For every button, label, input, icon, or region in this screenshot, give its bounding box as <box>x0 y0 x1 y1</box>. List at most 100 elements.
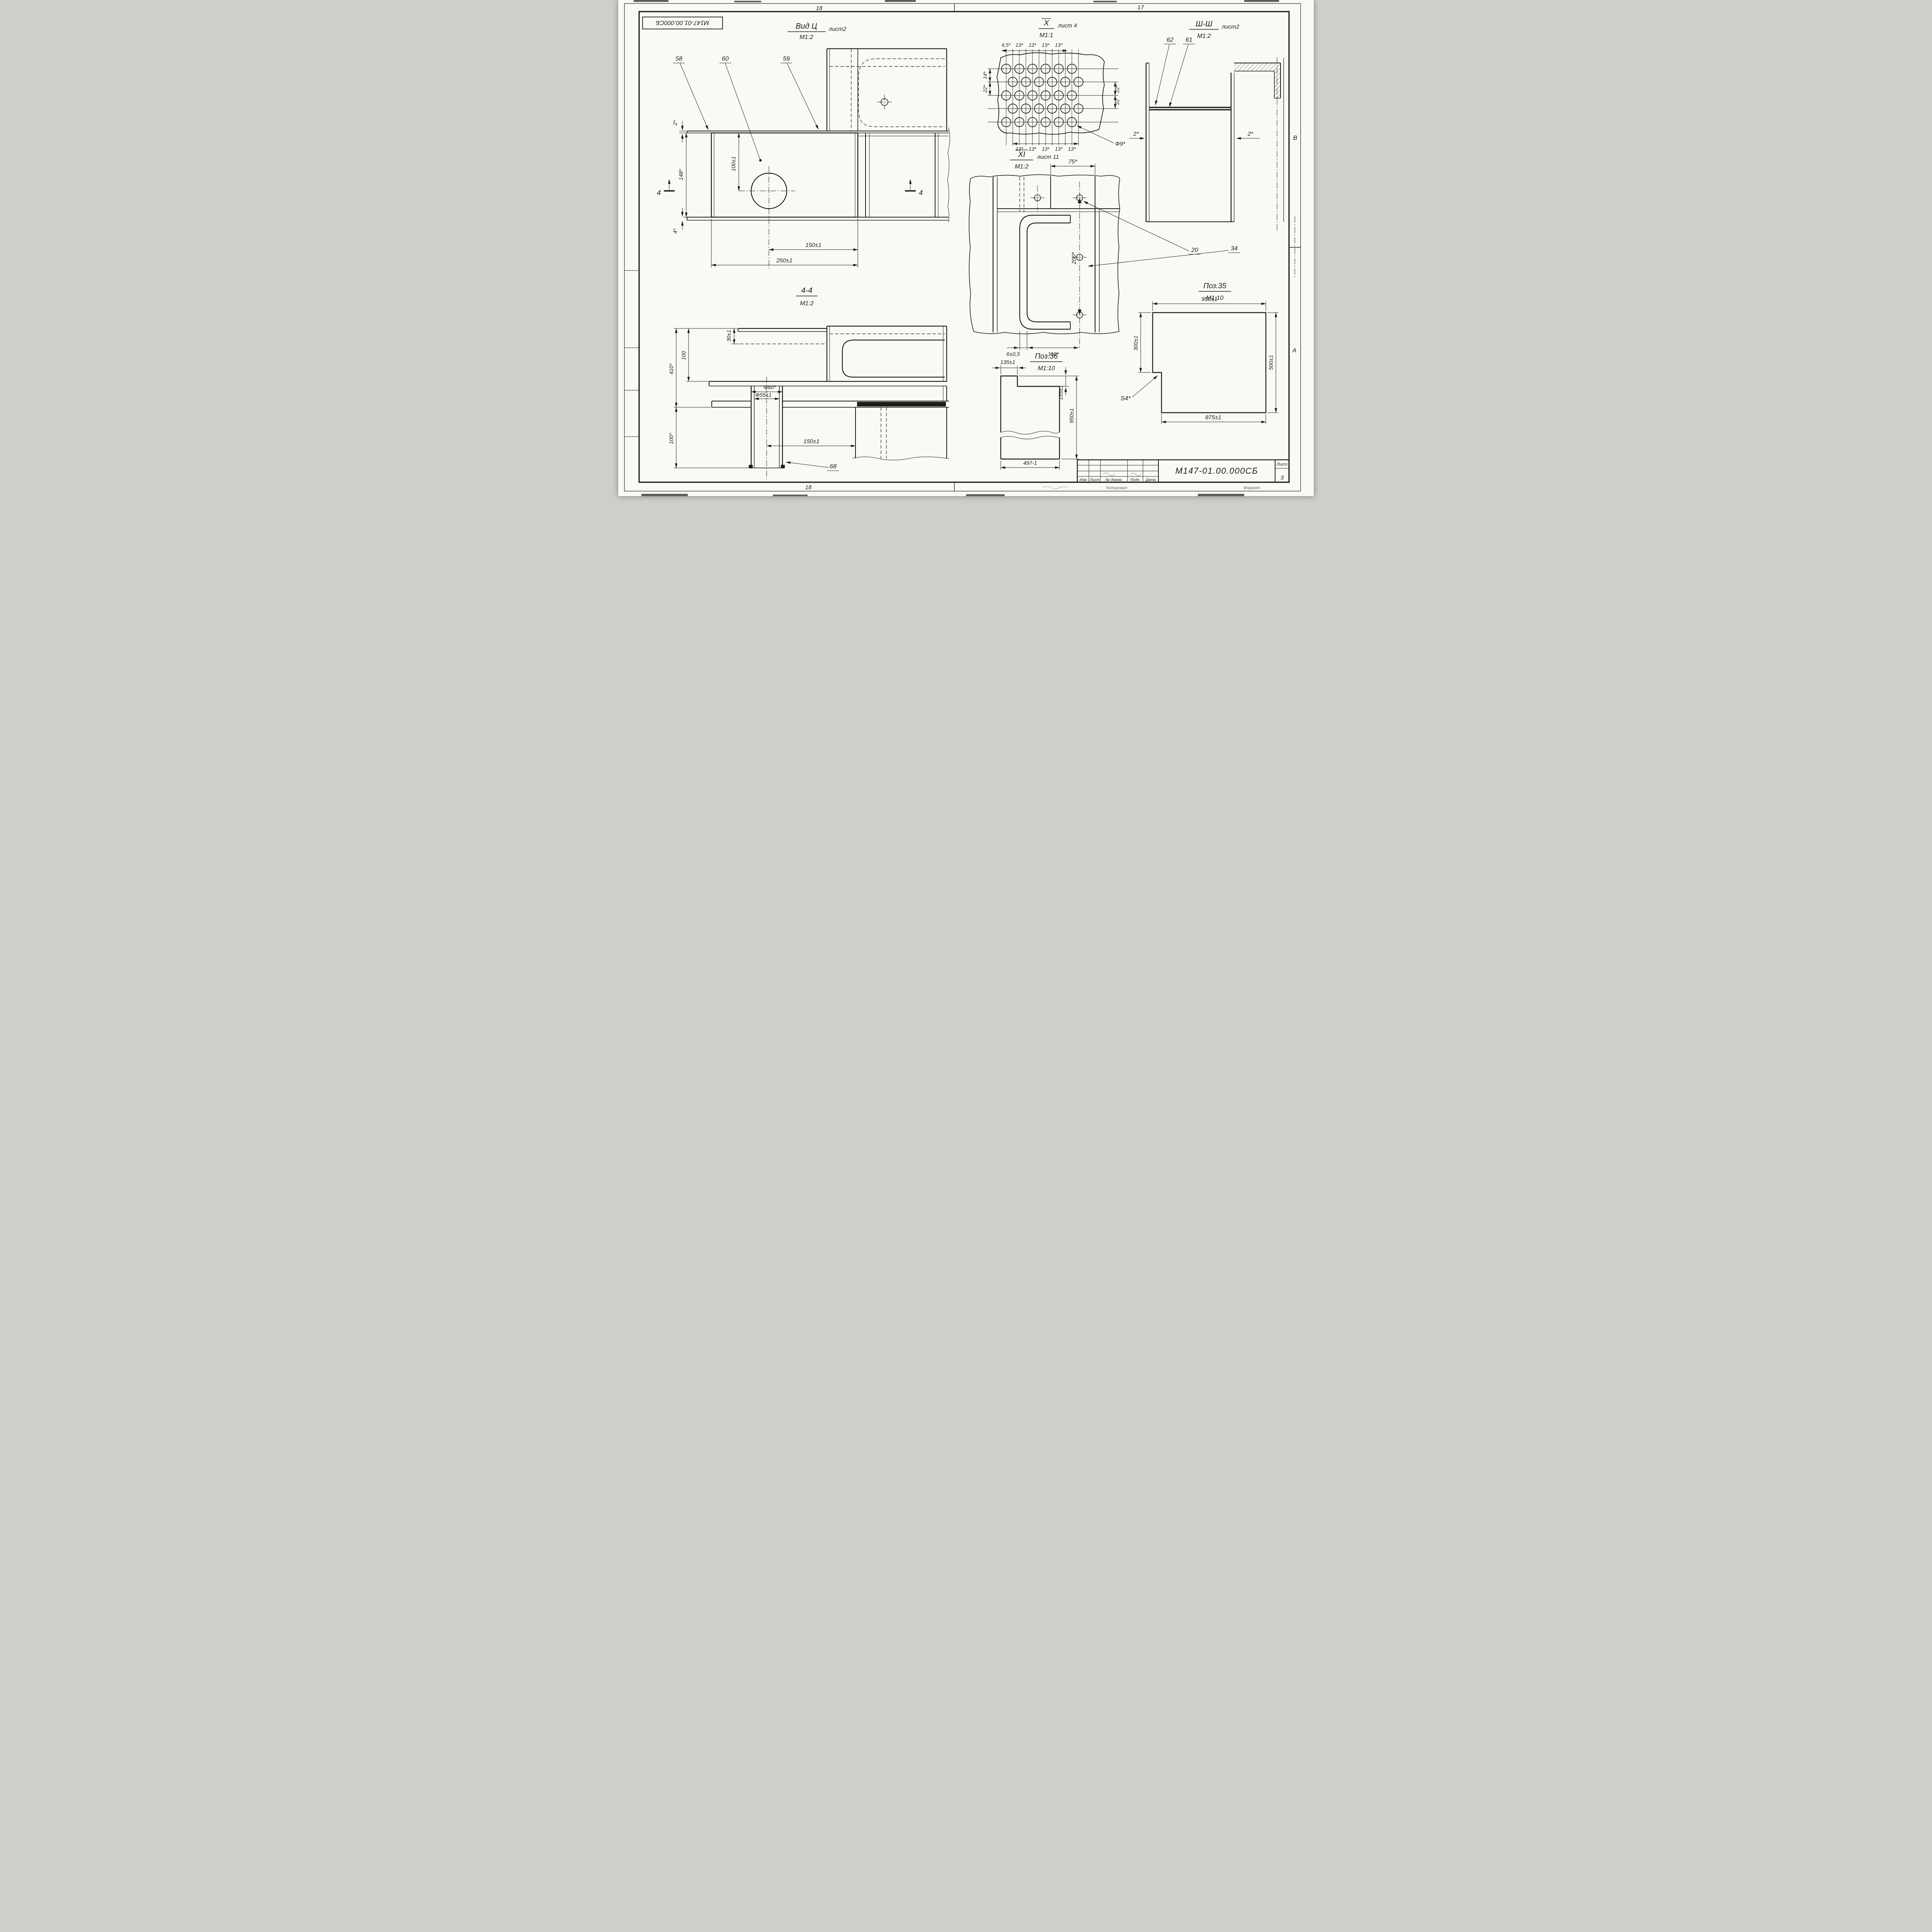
dim-13-t2: 13* <box>1029 42 1036 48</box>
poz36-scale: М1:10 <box>1038 365 1055 372</box>
dim-14: 14* <box>982 71 988 79</box>
dim-2-left: 2* <box>1133 131 1139 137</box>
callout-61: 61 <box>1185 37 1192 43</box>
titleblock: Изм Лист № докум. Подп. Дата М147-01.00.… <box>1043 459 1290 490</box>
dim-30: 30±1 <box>726 330 732 342</box>
hole-axes <box>988 49 1118 145</box>
dim-497: 497-1 <box>1023 460 1037 466</box>
view-sh-sh: Ш-Ш М1:2 лист2 62 61 2* 2* <box>1129 20 1284 232</box>
view-poz35: Поз.35 М1:10 S4* 950±1 300±1 500±1 875±1 <box>1121 282 1278 424</box>
dim-22-right2: 22 <box>1114 99 1120 105</box>
dim-100: 100±1 <box>730 156 736 172</box>
dim-s4: S4* <box>1121 395 1131 402</box>
tb-col-podp: Подп. <box>1130 478 1141 482</box>
view-poz36: Поз.36 М1:10 135±1 155±1 950±1 497-1 <box>992 352 1079 470</box>
poz35-scale: М1:10 <box>1206 295 1224 301</box>
dim-100-upper: 100 <box>680 351 687 360</box>
drawing-canvas: 18 17 18 В А М147-01.00.000СБ Вид Ц М1:2… <box>618 0 1314 496</box>
tb-col-izm: Изм <box>1080 478 1087 482</box>
sheet-frame: 18 17 18 В А <box>624 3 1301 492</box>
callout-62: 62 <box>1167 37 1173 43</box>
dim-4: 4* <box>672 228 678 234</box>
dim-119: 119* <box>1048 351 1059 357</box>
zone-letter-b: В <box>1293 135 1298 141</box>
dim-500: 500±1 <box>1268 355 1274 370</box>
note-kopiroval: Копировал <box>1106 486 1128 490</box>
x-sheet-ref: лист 4 <box>1058 22 1077 29</box>
dim-13-t1: 13* <box>1015 42 1023 48</box>
s44-title: 4-4 <box>801 286 813 295</box>
dim-13-b4: 13* <box>1055 146 1063 152</box>
tb-document-code: М147-01.00.000СБ <box>1175 466 1258 476</box>
dim-150: 150±1 <box>805 242 821 248</box>
callout-60: 60 <box>722 56 729 62</box>
drawing-sheet: 18 17 18 В А М147-01.00.000СБ Вид Ц М1:2… <box>618 0 1314 496</box>
paper <box>618 0 1314 496</box>
dim-13-b3: 13* <box>1042 146 1049 152</box>
view-vid-c: Вид Ц М1:2 лист2 58 60 59 <box>657 22 950 270</box>
tb-sheet-number: 3 <box>1281 474 1284 481</box>
dim-6: 6±0,5 <box>1007 351 1020 357</box>
sh-sh-title: Ш-Ш <box>1196 20 1213 28</box>
dim-148: 148* <box>678 169 684 180</box>
s44-scale: М1:2 <box>800 300 814 307</box>
scan-artifacts <box>634 0 1279 496</box>
dim-f55: Ф55±1 <box>755 392 772 398</box>
dim-13-b1: 13* <box>1015 146 1023 152</box>
zone-top-left: 18 <box>816 5 823 12</box>
dim-f60: Ф60* <box>764 384 776 390</box>
x-title: Х <box>1043 19 1049 27</box>
tb-col-list: Лист <box>1089 478 1100 482</box>
dim-13-t3: 13* <box>1042 42 1049 48</box>
callout-68: 68 <box>830 463 837 470</box>
corner-stamp: М147-01.00.000СБ <box>642 17 723 29</box>
dim-875: 875±1 <box>1205 414 1221 421</box>
dim-410: 410* <box>668 363 674 374</box>
poz36-title: Поз.36 <box>1035 352 1058 361</box>
dim-300: 300±1 <box>1133 336 1139 351</box>
xi-scale: М1:2 <box>1015 163 1029 170</box>
callout-58: 58 <box>675 56 682 62</box>
dim-950-35: 950±1 <box>1201 296 1218 303</box>
view-xi: ХI М1:2 лист 11 <box>969 150 1240 357</box>
dim-22-right1: 22* <box>1114 85 1120 93</box>
zone-letter-a: А <box>1292 347 1297 354</box>
dim-13-b5: 13* <box>1068 146 1076 152</box>
callout-59: 59 <box>783 56 790 62</box>
view-x: Х М1:1 лист 4 <box>982 18 1126 152</box>
x-scale: М1:1 <box>1039 32 1053 39</box>
tb-col-data: Дата <box>1145 478 1156 482</box>
dim-75: 75* <box>1068 158 1078 165</box>
view-4-4: 4-4 М1:2 <box>668 286 949 479</box>
dim-13-b2: 13* <box>1029 146 1036 152</box>
poz35-title: Поз.35 <box>1203 282 1226 290</box>
vid-c-title: Вид Ц <box>796 22 817 31</box>
top-dim-ticks <box>1006 49 1066 52</box>
tb-col-ndoc: № докум. <box>1105 478 1122 482</box>
hole-pattern <box>1001 64 1083 127</box>
vid-c-scale: М1:2 <box>799 34 813 41</box>
dim-22-left: 22* <box>982 85 988 93</box>
dim-2: 2* <box>672 120 678 126</box>
dim-2-right: 2* <box>1247 131 1253 137</box>
vid-c-sheet-ref: лист2 <box>828 26 847 32</box>
dim-13-t4: 13* <box>1055 42 1063 48</box>
dim-150-44: 150±1 <box>803 438 820 445</box>
tb-sheet-label: Лист <box>1276 462 1287 467</box>
sh-sh-scale: М1:2 <box>1197 33 1211 39</box>
zone-bottom: 18 <box>805 484 812 491</box>
dim-f9: Ф9* <box>1115 141 1126 147</box>
callout-20: 20 <box>1191 247 1198 253</box>
dim-250: 250±1 <box>776 257 793 264</box>
callout-34: 34 <box>1231 245 1238 252</box>
bottom-dim-ticks <box>1012 142 1079 145</box>
dim-200: 200* <box>1071 252 1077 264</box>
section-mark-left: 4 <box>657 189 661 197</box>
corner-stamp-code: М147-01.00.000СБ <box>656 19 709 26</box>
note-format: Формат <box>1243 486 1260 490</box>
section-mark-right: 4 <box>919 189 923 197</box>
dim-155: 155±1 <box>1058 385 1064 400</box>
xi-sheet-ref: лист 11 <box>1037 154 1059 160</box>
dim-6-5: 6,5* <box>1002 42 1011 48</box>
sh-sh-sheet-ref: лист2 <box>1221 24 1240 30</box>
